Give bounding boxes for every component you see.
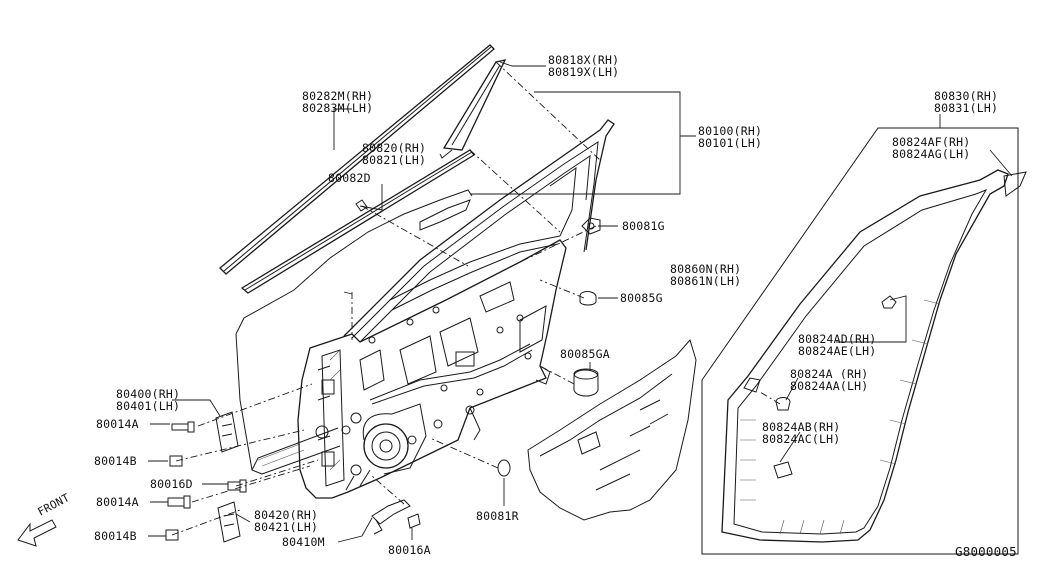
label-line: 80824AE(LH) [798, 344, 877, 358]
label-80016a: 80016A [388, 544, 431, 556]
label-line: 80824AC(LH) [762, 432, 841, 446]
label-80824a: 80824A (RH) 80824AA(LH) [790, 368, 868, 392]
label-line: 80819X(LH) [548, 65, 620, 79]
label-line: 80831(LH) [934, 101, 999, 115]
label-line: 80101(LH) [698, 136, 763, 150]
weatherstrip-box [701, 127, 1027, 555]
label-80014a-upper: 80014A [96, 418, 139, 430]
label-line: 80282M(RH) [302, 89, 374, 103]
label-80420: 80420(RH) 80421(LH) [254, 509, 318, 533]
label-line: 80410M [282, 535, 325, 549]
label-80082d: 80082D [328, 172, 371, 184]
plug-80085ga [573, 368, 599, 397]
label-line: 80824AG(LH) [892, 147, 971, 161]
label-80824ab: 80824AB(RH) 80824AC(LH) [762, 421, 840, 445]
diagram-id: G8000005 [955, 544, 1017, 559]
label-line: 80860N(RH) [670, 262, 742, 276]
label-line: 80420(RH) [254, 508, 319, 522]
clip-80085g [579, 291, 597, 306]
inner-belt-strip [240, 149, 475, 294]
label-line: 80421(LH) [254, 520, 319, 534]
label-80085ga: 80085GA [560, 348, 610, 360]
label-line: 80085G [620, 291, 663, 305]
label-line: 80824A (RH) [790, 367, 869, 381]
label-line: 80082D [328, 171, 371, 185]
upper-hinge [215, 411, 239, 453]
sealing-screen [527, 338, 697, 521]
label-80830: 80830(RH) 80831(LH) [934, 90, 998, 114]
assembly-lines [171, 61, 781, 536]
label-80860n: 80860N(RH) 80861N(LH) [670, 263, 741, 287]
label-80016d: 80016D [150, 478, 193, 490]
label-80824ad: 80824AD(RH) 80824AE(LH) [798, 333, 876, 357]
label-line: 80824AF(RH) [892, 135, 971, 149]
outer-molding-strip [219, 44, 495, 275]
label-80014b-lower: 80014B [94, 530, 137, 542]
label-line: 80283M(LH) [302, 101, 374, 115]
leader-lines [148, 61, 1013, 543]
label-line: 80014A [96, 417, 139, 431]
label-80282m: 80282M(RH) 80283M(LH) [302, 90, 373, 114]
label-80818x: 80818X(RH) 80819X(LH) [548, 54, 619, 78]
label-80081g: 80081G [622, 220, 665, 232]
label-line: 80820(RH) [362, 141, 427, 155]
label-80100: 80100(RH) 80101(LH) [698, 125, 762, 149]
door-check-link [371, 499, 411, 535]
door-outer-skin [235, 189, 473, 475]
label-80824af: 80824AF(RH) 80824AG(LH) [892, 136, 970, 160]
label-line: 80085GA [560, 347, 610, 361]
label-line: 80014B [94, 454, 137, 468]
label-line: 80824AA(LH) [790, 379, 869, 393]
clip-80081g [581, 217, 601, 235]
label-line: 80081G [622, 219, 665, 233]
label-line: 80824AB(RH) [762, 420, 841, 434]
label-line: 80818X(RH) [548, 53, 620, 67]
label-80085g: 80085G [620, 292, 663, 304]
label-line: 80016A [388, 543, 431, 557]
label-line: 80014A [96, 495, 139, 509]
label-80014b-upper: 80014B [94, 455, 137, 467]
plug-80081r [497, 459, 511, 477]
label-line: 80401(LH) [116, 399, 181, 413]
label-line: 80830(RH) [934, 89, 999, 103]
clip-80082d [355, 199, 368, 212]
label-line: G8000005 [955, 544, 1017, 559]
front-arrow-icon [17, 519, 57, 547]
label-80400: 80400(RH) 80401(LH) [116, 388, 180, 412]
label-80820: 80820(RH) 80821(LH) [362, 142, 426, 166]
label-line: 80861N(LH) [670, 274, 742, 288]
lower-hinge [217, 501, 241, 543]
label-line: 80014B [94, 529, 137, 543]
sash-trim [442, 59, 507, 151]
label-line: 80016D [150, 477, 193, 491]
label-line: 80824AD(RH) [798, 332, 877, 346]
label-80410m: 80410M [282, 536, 325, 548]
label-line: 80100(RH) [698, 124, 763, 138]
label-80081r: 80081R [476, 510, 519, 522]
label-line: 80821(LH) [362, 153, 427, 167]
door-inner-panel [297, 235, 567, 499]
door-window-frame [343, 119, 615, 343]
label-line: 80081R [476, 509, 519, 523]
label-line: 80400(RH) [116, 387, 181, 401]
bolts [165, 421, 421, 541]
label-80014a-lower: 80014A [96, 496, 139, 508]
